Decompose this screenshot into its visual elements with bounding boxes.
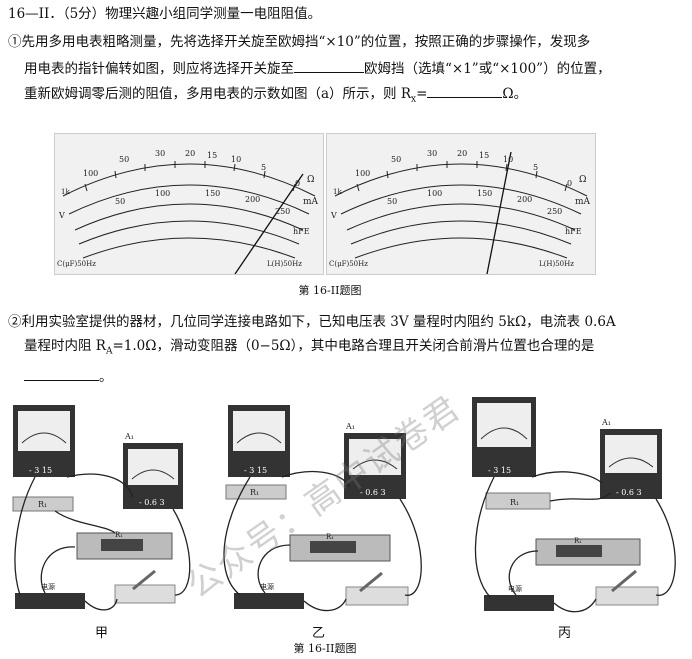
- svg-text:0: 0: [567, 179, 572, 188]
- svg-text:hFE: hFE: [565, 227, 582, 236]
- svg-text:A₁: A₁: [601, 418, 611, 427]
- part1-line3: 重新欧姆调零后测的阻值，多用电表的示数如图（a）所示，则 Rx= Ω。: [24, 83, 527, 109]
- part1-line2-b: 欧姆挡（选填“×1”或“×100”）的位置，: [364, 61, 611, 77]
- svg-text:100: 100: [155, 189, 170, 198]
- circuit-jia-graphic: R₁ R₁ 电源 A₁ - 3 15 - 0.6 3: [12, 405, 191, 611]
- circuit-label-bing: 丙: [558, 626, 572, 641]
- meter-needle-2: [486, 151, 512, 274]
- svg-text:50: 50: [387, 197, 397, 206]
- svg-text:150: 150: [205, 189, 220, 198]
- part2-line1: ②利用实验室提供的器材，几位同学连接电路如下，已知电压表 3V 量程时内阻约 5…: [8, 314, 616, 330]
- part2-line2: 量程时内阻 RA=1.0Ω，滑动变阻器（0−5Ω），其中电路合理且开关闭合前滑片…: [24, 337, 594, 361]
- svg-text:- 0.6 3: - 0.6 3: [616, 488, 642, 497]
- svg-text:50: 50: [115, 197, 125, 206]
- svg-text:250: 250: [275, 207, 290, 216]
- circuit-jia: R₁ R₁ 电源 A₁ - 3 15 - 0.6 3: [5, 375, 210, 620]
- circuit-yi: R₁ R₁ 电源 A₁ - 3 15 - 0.6 3: [210, 375, 445, 620]
- svg-text:100: 100: [83, 169, 98, 178]
- multimeter-dial-2: mA hFE C(μF)50Hz L(H)50Hz Ω 1k 100 50 30…: [326, 133, 596, 275]
- svg-text:200: 200: [517, 195, 532, 204]
- part1-line2-a: 用电表的指针偏转如图，则应将选择开关旋至: [24, 61, 294, 77]
- svg-text:R₁: R₁: [38, 500, 47, 509]
- part1-line1: ①先用多用电表粗略测量，先将选择开关旋至欧姆挡“×10”的位置，按照正确的步骤操…: [8, 34, 591, 50]
- circuit-label-jia: 甲: [95, 626, 109, 641]
- svg-text:20: 20: [457, 149, 467, 158]
- answer-blank-3[interactable]: [24, 366, 99, 381]
- svg-text:R₁: R₁: [326, 533, 334, 541]
- svg-text:R₁: R₁: [574, 537, 582, 545]
- circuit-bing: R₁ R₁ 电源 A₁ - 3 15 - 0.6 3: [450, 375, 688, 620]
- part2-line2-a: 量程时内阻 R: [24, 338, 106, 354]
- meter-needle-1: [234, 173, 304, 274]
- part1-line3-a: 重新欧姆调零后测的阻值，多用电表的示数如图（a）所示，则 R: [24, 86, 412, 102]
- svg-text:1k: 1k: [333, 188, 342, 196]
- svg-text:R₁: R₁: [250, 488, 259, 497]
- part2-line3: 。: [24, 366, 113, 386]
- part1-line3-c: Ω。: [502, 86, 528, 102]
- svg-text:A₁: A₁: [124, 432, 134, 441]
- svg-text:A₁: A₁: [345, 422, 355, 431]
- answer-blank-2[interactable]: [427, 83, 503, 98]
- svg-text:15: 15: [479, 151, 489, 160]
- svg-text:100: 100: [427, 189, 442, 198]
- svg-text:mA: mA: [575, 197, 591, 207]
- svg-text:mA: mA: [303, 197, 319, 207]
- svg-text:电源: 电源: [508, 584, 522, 593]
- svg-text:1k: 1k: [61, 188, 70, 196]
- svg-text:Ω: Ω: [579, 175, 586, 185]
- svg-text:C(μF)50Hz: C(μF)50Hz: [329, 260, 368, 268]
- svg-text:15: 15: [207, 151, 217, 160]
- part2-line3-end: 。: [99, 369, 113, 385]
- part1-line2: 用电表的指针偏转如图，则应将选择开关旋至 欧姆挡（选填“×1”或“×100”）的位…: [24, 58, 611, 78]
- svg-text:10: 10: [503, 155, 513, 164]
- svg-text:- 3 15: - 3 15: [244, 466, 267, 475]
- circuit-yi-graphic: R₁ R₁ 电源 A₁ - 3 15 - 0.6 3: [223, 405, 422, 612]
- rx-subscript: x: [411, 94, 417, 105]
- svg-text:0: 0: [295, 179, 300, 188]
- svg-text:L(H)50Hz: L(H)50Hz: [267, 260, 302, 268]
- svg-text:R₁: R₁: [510, 498, 519, 507]
- svg-text:5: 5: [261, 163, 266, 172]
- svg-text:- 3 15: - 3 15: [29, 466, 52, 475]
- svg-text:50: 50: [391, 155, 401, 164]
- svg-text:V: V: [58, 211, 65, 220]
- svg-text:50: 50: [119, 155, 129, 164]
- svg-text:10: 10: [231, 155, 241, 164]
- svg-text:Ω: Ω: [307, 175, 314, 185]
- svg-text:V: V: [330, 211, 337, 220]
- svg-text:200: 200: [245, 195, 260, 204]
- svg-text:100: 100: [355, 169, 370, 178]
- svg-text:- 3 15: - 3 15: [488, 466, 511, 475]
- circuit-bing-graphic: R₁ R₁ 电源 A₁ - 3 15 - 0.6 3: [472, 397, 676, 613]
- svg-text:150: 150: [477, 189, 492, 198]
- answer-blank-1[interactable]: [294, 58, 364, 73]
- svg-text:hFE: hFE: [293, 227, 310, 236]
- svg-text:250: 250: [547, 207, 562, 216]
- ra-subscript: A: [105, 346, 113, 357]
- svg-text:电源: 电源: [41, 582, 55, 591]
- svg-text:R₁: R₁: [115, 531, 123, 539]
- part1-line3-b: =: [416, 86, 428, 102]
- svg-text:- 0.6 3: - 0.6 3: [139, 498, 165, 507]
- svg-text:5: 5: [533, 163, 538, 172]
- svg-text:30: 30: [427, 149, 437, 158]
- svg-text:电源: 电源: [260, 582, 274, 591]
- multimeter-dial-1: mA hFE C(μF)50Hz L(H)50Hz Ω 1k 100 50 30…: [54, 133, 324, 275]
- figure2-caption: 第 16-II题图: [293, 642, 357, 655]
- multimeter-scale-graphic-2: mA hFE C(μF)50Hz L(H)50Hz Ω 1k 100 50 30…: [329, 149, 591, 274]
- svg-text:20: 20: [185, 149, 195, 158]
- multimeter-scale-graphic-1: mA hFE C(μF)50Hz L(H)50Hz Ω 1k 100 50 30…: [57, 149, 319, 274]
- svg-text:30: 30: [155, 149, 165, 158]
- question-header: 16—II．（5分）物理兴趣小组同学测量一电阻阻值。: [8, 6, 322, 22]
- svg-text:- 0.6 3: - 0.6 3: [360, 488, 386, 497]
- svg-text:L(H)50Hz: L(H)50Hz: [539, 260, 574, 268]
- figure1-caption: 第 16-II题图: [298, 284, 362, 297]
- circuit-label-yi: 乙: [312, 626, 326, 641]
- part2-line2-b: =1.0Ω，滑动变阻器（0−5Ω），其中电路合理且开关闭合前滑片位置也合理的是: [112, 338, 595, 354]
- svg-text:C(μF)50Hz: C(μF)50Hz: [57, 260, 96, 268]
